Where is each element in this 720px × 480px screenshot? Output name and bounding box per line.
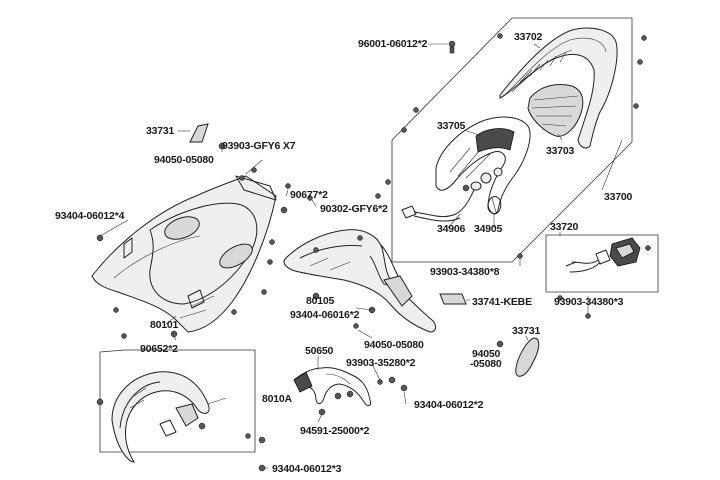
leader-lines xyxy=(99,43,623,469)
bulb-socket-34906 xyxy=(401,181,482,222)
bulb-34905 xyxy=(487,196,502,215)
label-34906: 34906 xyxy=(437,223,466,235)
taillight-33720 xyxy=(565,237,641,273)
label-90652: 90652*2 xyxy=(140,343,178,355)
label-80101: 80101 xyxy=(150,319,179,331)
label-33731-bottom: 33731 xyxy=(512,325,541,337)
label-93903-35280: 93903-35280*2 xyxy=(346,357,416,369)
label-8010a: 8010A xyxy=(262,393,293,405)
label-33702: 33702 xyxy=(514,31,543,43)
label-94591: 94591-25000*2 xyxy=(300,425,370,437)
taillight-lens-33703 xyxy=(527,84,584,137)
label-33703: 33703 xyxy=(546,145,575,157)
reflector-33731-bottom xyxy=(515,337,540,377)
bolt-icon xyxy=(96,33,651,472)
label-34905: 34905 xyxy=(474,223,503,235)
label-33705: 33705 xyxy=(437,120,466,132)
label-93404-mid: 93404-06012*2 xyxy=(414,399,484,411)
label-33720: 33720 xyxy=(550,221,579,233)
label-90677: 90677*2 xyxy=(290,189,328,201)
label-94050-top: 94050-05080 xyxy=(154,154,214,166)
label-33700: 33700 xyxy=(604,191,633,203)
front-fender-box xyxy=(99,349,256,453)
taillight-assembly-box xyxy=(545,234,659,293)
label-93903-34380-3: 93903-34380*3 xyxy=(554,296,624,308)
reflector-33731-top xyxy=(189,123,209,143)
label-93404-06016: 93404-06016*2 xyxy=(290,309,360,321)
label-80105: 80105 xyxy=(306,295,335,307)
label-93903-gfy6: 93903-GFY6 X7 xyxy=(222,140,296,152)
rear-fender-80105 xyxy=(283,229,437,333)
label-33731-top: 33731 xyxy=(146,125,175,137)
plate-33741 xyxy=(439,293,467,305)
light-housing-33705 xyxy=(435,116,531,215)
label-50650: 50650 xyxy=(305,345,334,357)
label-93903-34380-8: 93903-34380*8 xyxy=(430,266,500,278)
inner-fender-80101 xyxy=(91,175,277,333)
seat-cowl-assembly-box xyxy=(391,17,633,263)
label-93404-top: 93404-06012*4 xyxy=(55,210,125,222)
bracket-50650 xyxy=(293,367,371,407)
label-94050-right-2: -05080 xyxy=(470,358,502,370)
label-94050-mid: 94050-05080 xyxy=(364,339,424,351)
label-93404-bottom: 93404-06012*3 xyxy=(272,463,342,475)
label-90302: 90302-GFY6*2 xyxy=(320,203,388,215)
label-33741: 33741-KEBE xyxy=(472,296,532,308)
tail-cowl-33702 xyxy=(499,27,618,149)
label-96001: 96001-06012*2 xyxy=(358,38,428,50)
label-94050-right-1: 94050 xyxy=(472,348,501,360)
front-fender-8010a xyxy=(111,371,210,463)
